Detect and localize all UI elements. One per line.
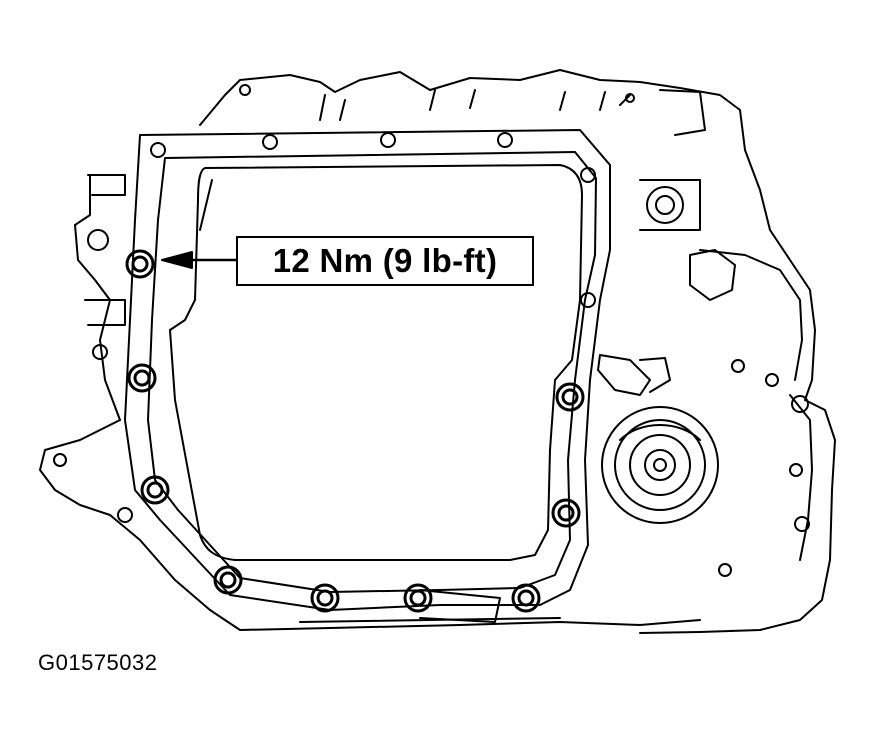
pan-bolt [403,583,433,613]
oil-pan-bolts [125,249,585,613]
torque-spec-label: 12 Nm (9 lb-ft) [272,242,498,279]
pan-bolt [551,498,581,528]
figure-id-label: G01575032 [38,650,158,675]
torque-callout-box: 12 Nm (9 lb-ft) [236,236,534,286]
pan-bolt [125,249,155,279]
pan-bolt [140,475,170,505]
pan-bolt [511,583,541,613]
pan-bolt [127,363,157,393]
pan-bolt [213,565,243,595]
pan-bolt [310,583,340,613]
output-shaft-cover [597,179,736,524]
transmission-case [39,69,836,634]
flange-bolt-holes [150,132,596,308]
pan-bolt [555,382,585,412]
callout-arrow [161,251,238,269]
oil-pan-flange [124,129,611,623]
